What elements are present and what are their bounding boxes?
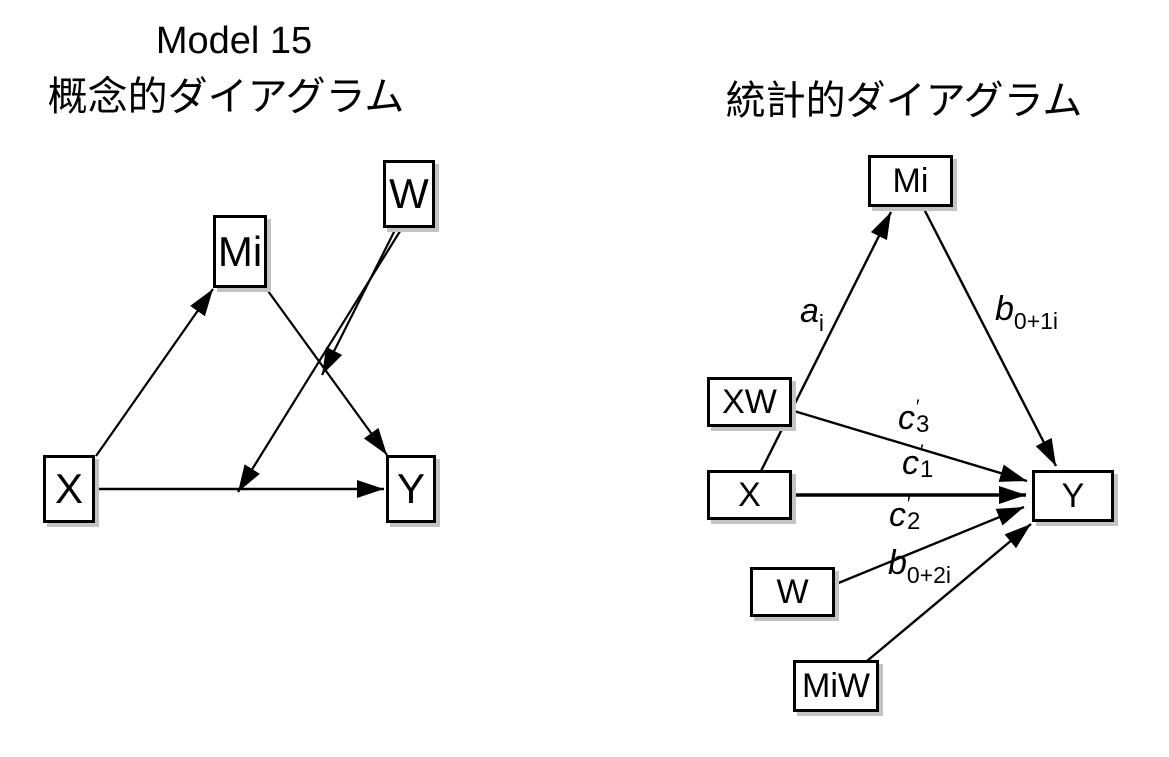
coef-c2-base: c [889, 495, 906, 534]
coef-c1-prime-mark: ′ [920, 442, 924, 463]
coef-c1-sub: 1 [920, 456, 934, 483]
coef-label-c3-prime: c ′ 3 [898, 398, 929, 437]
node-box-xw-statistical: XW [707, 377, 792, 427]
coef-c2-sub: 2 [907, 508, 921, 535]
left-title-model: Model 15 [155, 20, 313, 62]
node-label-xw-stat: XW [722, 383, 777, 421]
arrow-x-to-mi [95, 288, 214, 457]
node-label-y-stat: Y [1061, 477, 1085, 515]
coef-label-c1-prime: c ′ 1 [902, 443, 933, 482]
node-label-w: W [389, 170, 429, 217]
arrow-mi-to-y-stat [922, 208, 1058, 467]
node-box-y-conceptual: Y [386, 455, 436, 523]
node-label-mi-stat: Mi [892, 162, 929, 200]
arrow-w-to-miy-path [321, 227, 397, 376]
right-title-statistical: 統計的ダイアグラム [725, 79, 1083, 123]
node-label-mi: Mi [217, 227, 263, 275]
coef-b2-base: b [888, 544, 907, 582]
arrow-w-to-xy-path [237, 227, 403, 493]
coef-label-b0-2i: b0+2i [888, 544, 951, 587]
node-box-y-statistical: Y [1032, 470, 1114, 522]
node-box-w-statistical: W [750, 567, 835, 617]
arrow-x-to-mi-stat [759, 211, 893, 472]
coef-c3-base: c [898, 398, 915, 437]
coef-c2-prime-mark: ′ [907, 494, 911, 515]
coef-a-base: a [800, 292, 819, 330]
coef-b1-base: b [995, 290, 1014, 328]
coef-label-b0-1i: b0+1i [995, 290, 1058, 333]
left-title-conceptual: 概念的ダイアグラム [47, 75, 405, 119]
coef-a-sub: i [818, 310, 825, 336]
arrow-mi-to-y [267, 290, 388, 456]
coef-c3-sub: 3 [916, 411, 930, 438]
node-label-miw-stat: MiW [802, 667, 870, 705]
coef-label-c2-prime: c ′ 2 [889, 495, 920, 534]
coef-c1-stack: ′ 1 [920, 443, 933, 482]
node-label-x: X [54, 465, 83, 512]
node-box-x-conceptual: X [43, 455, 95, 523]
arrow-xw-to-y [793, 409, 1028, 483]
node-box-mi-conceptual: Mi [213, 215, 267, 288]
node-label-w-stat: W [776, 573, 809, 611]
coef-label-a: ai [800, 292, 824, 335]
arrow-w-to-y [835, 505, 1025, 586]
arrow-miw-to-y [866, 523, 1032, 662]
node-label-y: Y [396, 465, 425, 512]
node-label-x-stat: X [738, 476, 761, 514]
coef-c3-prime-mark: ′ [916, 397, 920, 418]
node-box-miw-statistical: MiW [793, 660, 879, 712]
coef-b2-sub: 0+2i [906, 562, 952, 588]
node-box-w-conceptual: W [383, 160, 435, 228]
node-box-x-statistical: X [707, 470, 792, 520]
coef-c2-stack: ′ 2 [907, 495, 920, 534]
coef-c3-stack: ′ 3 [916, 398, 929, 437]
coef-c1-base: c [902, 443, 919, 482]
node-box-mi-statistical: Mi [868, 155, 953, 207]
coef-b1-sub: 0+1i [1013, 308, 1059, 334]
